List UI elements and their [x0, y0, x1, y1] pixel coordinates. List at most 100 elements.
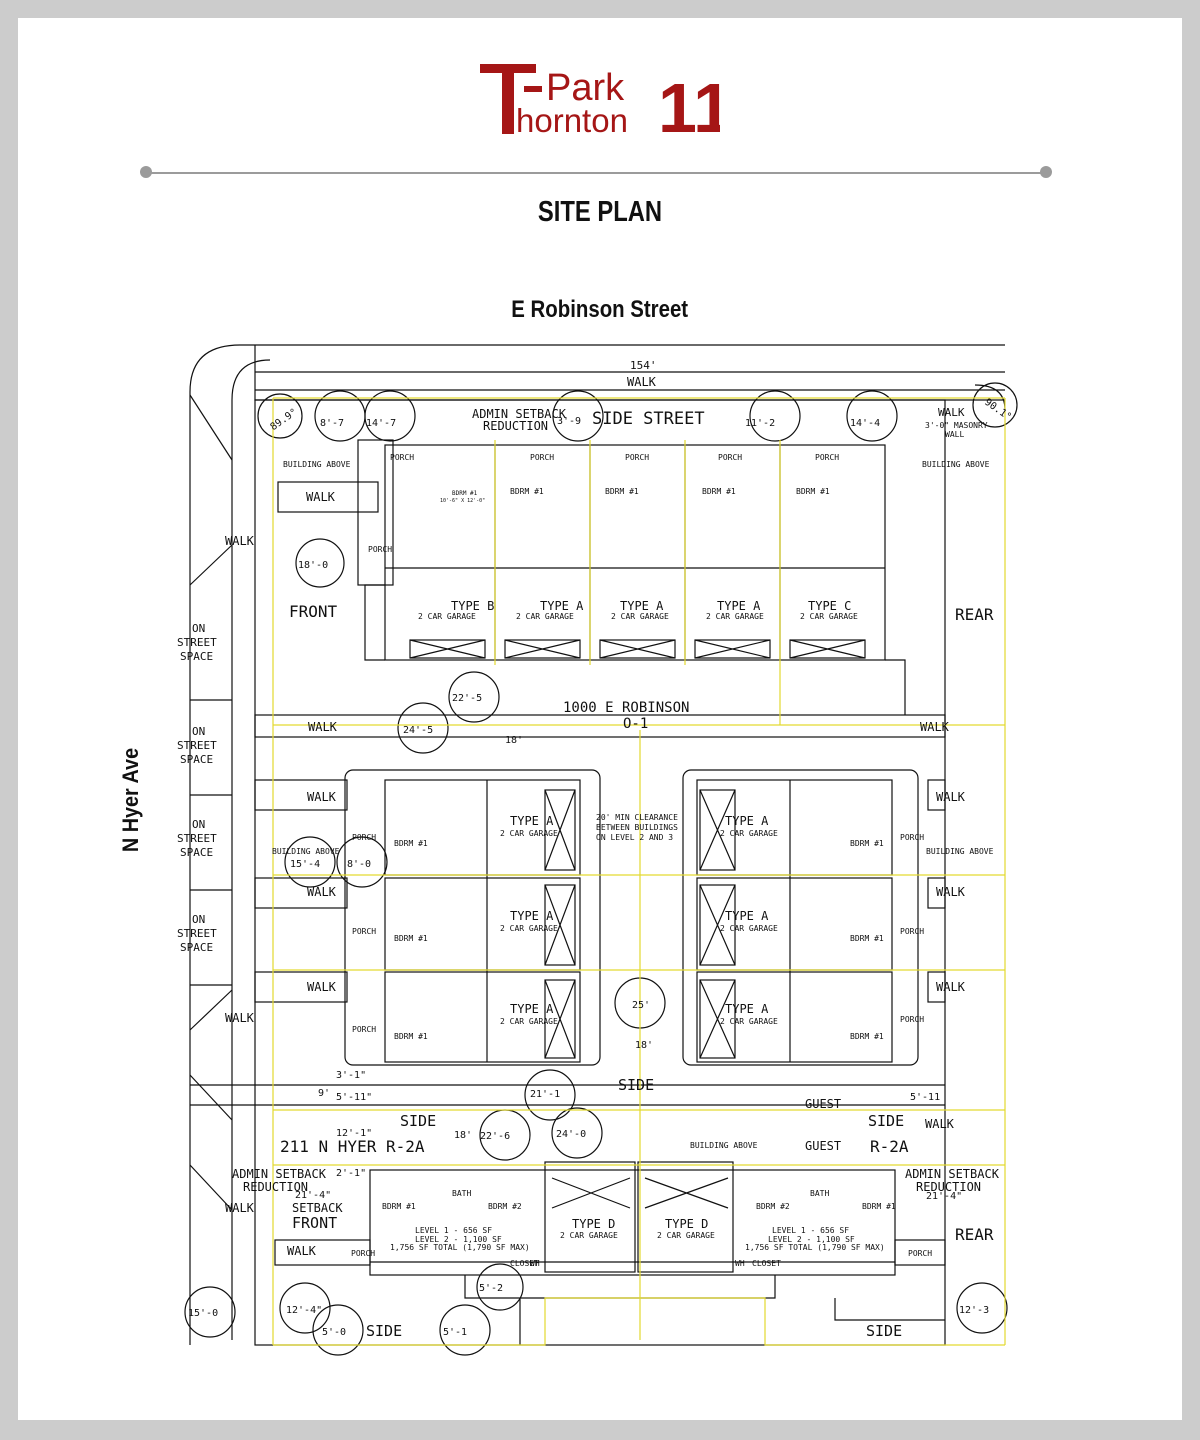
porch-e3: PORCH: [900, 1015, 924, 1024]
dim-33: 12'-3: [959, 1305, 989, 1316]
dim-3: 14'-7: [366, 418, 396, 429]
porch-e1: PORCH: [900, 833, 924, 842]
street-space-1-space: SPACE: [180, 650, 213, 663]
garage-e2: 2 CAR GARAGE: [720, 924, 778, 933]
bdrm-e1: BDRM #1: [850, 839, 884, 848]
label-admin-setback-north: ADMIN SETBACK: [472, 407, 567, 421]
bdrm2-s1: BDRM #2: [488, 1202, 522, 1211]
zoning-south-right: R-2A: [870, 1137, 909, 1156]
unit-type-c: TYPE C: [808, 599, 851, 613]
dim-4: 3'-9: [557, 416, 581, 427]
label-masonry-wall: 3'-0" MASONRY: [925, 421, 988, 430]
porch-n5: PORCH: [815, 453, 839, 462]
unit-type-a-e3: TYPE A: [725, 1002, 769, 1016]
street-space-2-on: ON: [192, 725, 205, 738]
garage-n3: 2 CAR GARAGE: [611, 612, 669, 621]
label-reduction-se: REDUCTION: [916, 1180, 981, 1194]
label-walk-e3: WALK: [936, 980, 966, 994]
level2-s2: LEVEL 2 - 1,100 SF: [768, 1235, 855, 1244]
bdrm-w1: BDRM #1: [394, 839, 428, 848]
parcel-south: 211 N HYER R-2A: [280, 1137, 425, 1156]
label-walk-e1: WALK: [936, 790, 966, 804]
label-side-se: SIDE: [868, 1112, 904, 1130]
bdrm-n2: BDRM #1: [510, 487, 544, 496]
porch-w2: PORCH: [352, 927, 376, 936]
divider-dot-right: [1040, 166, 1052, 178]
clearance-note-2: BETWEEN BUILDINGS: [596, 823, 678, 832]
label-setback-sw: SETBACK: [292, 1201, 343, 1215]
label-building-above-nw: BUILDING ABOVE: [283, 460, 351, 469]
label-walk-ne: WALK: [938, 406, 965, 419]
unit-type-a-n3: TYPE A: [717, 599, 761, 613]
porch-n4: PORCH: [718, 453, 742, 462]
dim-27: 21'-4": [926, 1191, 962, 1202]
garage-e1: 2 CAR GARAGE: [720, 829, 778, 838]
dim-32: 5'-1: [443, 1327, 467, 1338]
closet-s1: CLOSET: [510, 1259, 539, 1268]
label-admin-setback-se: ADMIN SETBACK: [905, 1167, 1000, 1181]
street-space-1-street: STREET: [177, 636, 217, 649]
dim-19: 21'-1: [530, 1089, 560, 1100]
sheet: [18, 18, 1182, 1420]
label-side-bottom-right: SIDE: [866, 1322, 902, 1340]
garage-n1: 2 CAR GARAGE: [418, 612, 476, 621]
dim-22: 22'-6: [480, 1131, 510, 1142]
unit-type-b: TYPE B: [451, 599, 494, 613]
street-space-3-space: SPACE: [180, 846, 213, 859]
unit-type-a-w2: TYPE A: [510, 909, 554, 923]
street-space-3-on: ON: [192, 818, 205, 831]
unit-type-d-1: TYPE D: [572, 1217, 615, 1231]
garage-n5: 2 CAR GARAGE: [800, 612, 858, 621]
garage-n4: 2 CAR GARAGE: [706, 612, 764, 621]
bdrm-n1: BDRM #1: [452, 490, 478, 497]
dim-29: 15'-0: [188, 1308, 218, 1319]
porch-s1: PORCH: [351, 1249, 375, 1258]
dim-20: 12'-1": [336, 1128, 372, 1139]
dim-25: 2'-1": [336, 1168, 366, 1179]
label-walk-nw: WALK: [306, 490, 336, 504]
dim-28: 5'-2: [479, 1283, 503, 1294]
street-space-2-space: SPACE: [180, 753, 213, 766]
label-walk-mid-west: WALK: [308, 720, 338, 734]
bdrm-n3: BDRM #1: [605, 487, 639, 496]
porch-w1: PORCH: [352, 833, 376, 842]
bath-s1: BATH: [452, 1189, 471, 1198]
label-side-street: SIDE STREET: [592, 409, 705, 429]
level2-s1: LEVEL 2 - 1,100 SF: [415, 1235, 502, 1244]
bdrm-s1: BDRM #1: [382, 1202, 416, 1211]
porch-n1: PORCH: [390, 453, 414, 462]
label-walk-top: WALK: [627, 375, 657, 389]
garage-s1: 2 CAR GARAGE: [560, 1231, 618, 1240]
label-walk-sw: WALK: [287, 1244, 317, 1258]
dim-31: 5'-0: [322, 1327, 346, 1338]
label-walk-west-2: WALK: [225, 1011, 255, 1025]
setback-lines: [272, 397, 1006, 1346]
unit-type-a-w3: TYPE A: [510, 1002, 554, 1016]
bdrm-e2: BDRM #1: [850, 934, 884, 943]
clearance-note-3: ON LEVEL 2 AND 3: [596, 833, 673, 842]
dim-9: 22'-5: [452, 693, 482, 704]
logo-word-park: Park: [546, 67, 625, 109]
dim-15: 18': [635, 1040, 653, 1051]
plan-linework: [184, 344, 1018, 1356]
porch-s2: PORCH: [908, 1249, 932, 1258]
street-space-4-space: SPACE: [180, 941, 213, 954]
label-guest-2: GUEST: [805, 1139, 841, 1153]
label-walk-west-3: WALK: [225, 1201, 255, 1215]
dim-16: 3'-1": [336, 1070, 366, 1081]
dim-total-width: 154': [630, 359, 657, 372]
label-walk-mid-east: WALK: [920, 720, 950, 734]
label-reduction-sw: REDUCTION: [243, 1180, 308, 1194]
wh-s1: WH: [530, 1259, 540, 1268]
dim-23: 24'-0: [556, 1129, 586, 1140]
dim-26: 21'-4": [295, 1190, 331, 1201]
parcel-north: 1000 E ROBINSON: [563, 700, 689, 716]
porch-n2: PORCH: [530, 453, 554, 462]
street-label-top: E Robinson Street: [511, 296, 689, 323]
brand-logo: Park hornton 11: [480, 64, 720, 134]
bdrm-size-n1: 10'-6" X 12'-0": [440, 498, 485, 504]
closet-s2: CLOSET: [752, 1259, 781, 1268]
porch-n-side: PORCH: [368, 545, 392, 554]
dim-14: 25': [632, 1000, 650, 1011]
